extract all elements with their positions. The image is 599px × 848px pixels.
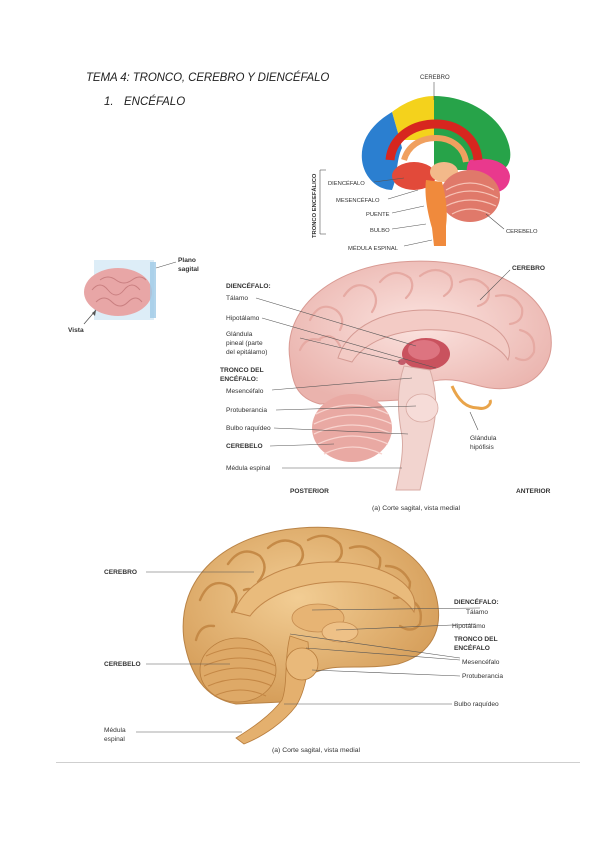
- fig3-label-medula-1: Médula: [104, 727, 126, 734]
- fig1-label-puente: PUENTE: [366, 212, 390, 218]
- fig2-caption: (a) Corte sagital, vista medial: [372, 505, 461, 512]
- page-title: TEMA 4: TRONCO, CEREBRO Y DIENCÉFALO: [86, 72, 330, 84]
- figure-sagittal-tan: CEREBRO CEREBELO Médula espinal DIENCÉFA…: [104, 526, 503, 754]
- fig3-label-mesencefalo: Mesencéfalo: [462, 659, 500, 666]
- section-title: ENCÉFALO: [124, 96, 186, 108]
- fig3-label-talamo: Tálamo: [466, 609, 488, 616]
- fig3-label-tronco-2: ENCÉFALO: [454, 643, 490, 652]
- fig2-label-cerebelo: CEREBELO: [226, 443, 263, 450]
- fig2-label-tronco-1: TRONCO DEL: [220, 367, 264, 374]
- fig2-label-medula: Médula espinal: [226, 465, 271, 472]
- fig3-label-tronco-1: TRONCO DEL: [454, 636, 498, 643]
- fig2-label-mesencefalo: Mesencéfalo: [226, 388, 264, 395]
- fig2-label-vista: Vista: [68, 327, 84, 334]
- fig2-label-anterior: ANTERIOR: [516, 488, 551, 495]
- fig2-label-hipofisis-1: Glándula: [470, 435, 497, 442]
- thumbnail-brain: [83, 260, 177, 325]
- fig1-label-mesencefalo: MESENCÉFALO: [336, 197, 380, 204]
- section-heading: 1. ENCÉFALO: [104, 96, 185, 108]
- fig2-label-cerebro: CEREBRO: [512, 265, 545, 272]
- fig1-label-medula: MÉDULA ESPINAL: [348, 245, 399, 252]
- fig2-label-hipotalamo: Hipotálamo: [226, 315, 260, 322]
- fig3-caption: (a) Corte sagital, vista medial: [272, 747, 361, 754]
- figure-sagittal-pink: Plano sagital Vista: [68, 257, 552, 512]
- fig1-label-cerebro: CEREBRO: [420, 75, 450, 81]
- fig3-label-diencefalo: DIENCÉFALO:: [454, 597, 499, 606]
- fig2-label-plano-2: sagital: [178, 266, 199, 273]
- fig1-label-bulbo: BULBO: [370, 228, 390, 234]
- fig3-label-cerebelo: CEREBELO: [104, 661, 141, 668]
- fig2-label-bulbo: Bulbo raquídeo: [226, 425, 271, 432]
- fig1-label-diencefalo: DIENCÉFALO: [328, 180, 365, 187]
- fig2-label-hipofisis-2: hipófisis: [470, 444, 495, 451]
- fig3-label-bulbo: Bulbo raquídeo: [454, 701, 499, 708]
- fig2-label-tronco-2: ENCÉFALO:: [220, 374, 258, 383]
- fig2-label-plano-1: Plano: [178, 257, 196, 264]
- page-divider: [56, 762, 580, 763]
- fig2-label-posterior: POSTERIOR: [290, 488, 329, 495]
- fig2-label-glandula-1: Glándula: [226, 331, 253, 338]
- fig2-label-talamo: Tálamo: [226, 295, 248, 302]
- figure-colored-brain: CEREBRO TRONCO ENCEFÁLICO DIENCÉFALO MES…: [311, 75, 538, 252]
- fig3-label-medula-2: espinal: [104, 736, 125, 743]
- fig2-label-glandula-3: del epitálamo): [226, 349, 267, 356]
- fig2-label-protuberancia: Protuberancia: [226, 407, 267, 414]
- fig3-label-protuberancia: Protuberancia: [462, 673, 503, 680]
- fig1-label-tronco: TRONCO ENCEFÁLICO: [311, 173, 318, 238]
- fig3-label-hipotalamo: Hipotálamo: [452, 623, 486, 630]
- fig1-label-cerebelo: CEREBELO: [506, 229, 538, 235]
- fig2-label-glandula-2: pineal (parte: [226, 340, 263, 347]
- section-number: 1.: [104, 96, 114, 108]
- fig3-label-cerebro: CEREBRO: [104, 569, 137, 576]
- fig2-label-diencefalo: DIENCÉFALO:: [226, 281, 271, 290]
